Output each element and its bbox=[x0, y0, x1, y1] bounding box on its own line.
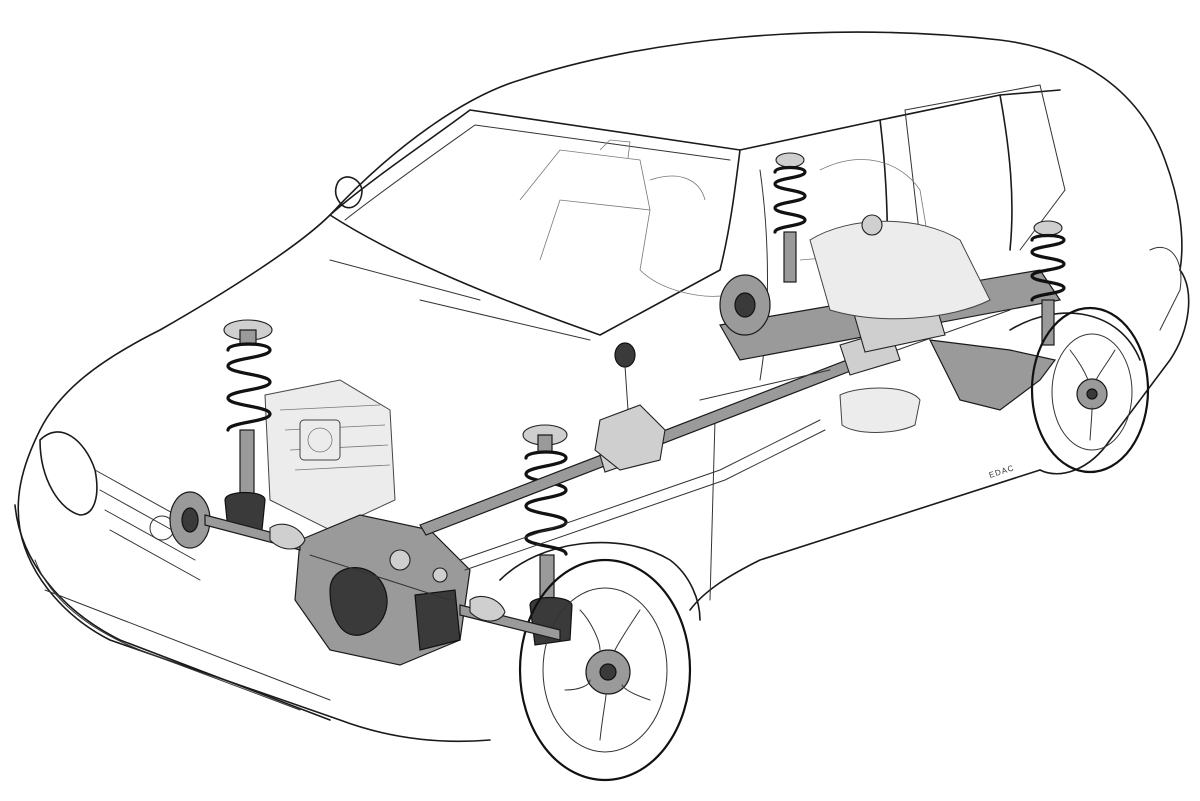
engine-block bbox=[264, 379, 396, 531]
front-left-hub bbox=[169, 491, 211, 549]
exhaust-pipe bbox=[459, 419, 826, 571]
rear-left-strut bbox=[719, 152, 807, 336]
rear-wheel bbox=[1030, 306, 1150, 474]
rear-right-strut bbox=[1030, 220, 1066, 346]
front-driveshafts bbox=[204, 514, 561, 641]
gearbox bbox=[294, 514, 471, 666]
fuel-tank bbox=[809, 214, 991, 433]
car-body-outline bbox=[14, 31, 1190, 743]
front-left-strut bbox=[223, 319, 273, 531]
artist-signature: EDAC bbox=[988, 463, 1016, 480]
front-wheel bbox=[518, 558, 692, 782]
gear-lever bbox=[594, 342, 666, 471]
